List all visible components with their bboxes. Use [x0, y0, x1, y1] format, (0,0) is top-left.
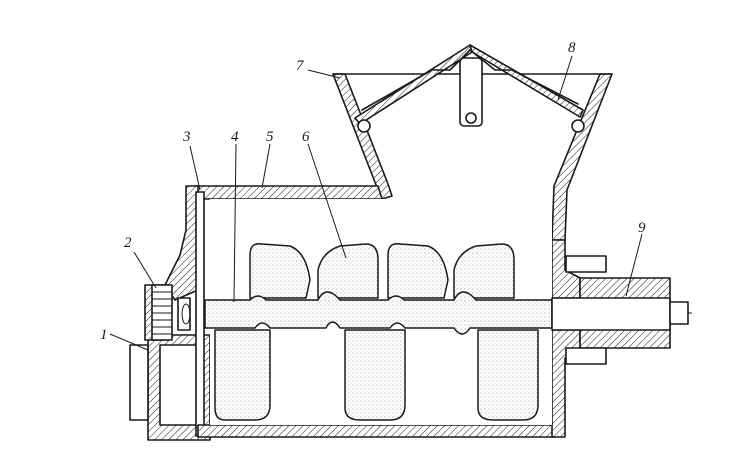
leader-3 [189, 145, 201, 191]
cover-inner-right [469, 49, 579, 105]
coupling-gear [151, 284, 173, 341]
lower-blades [214, 329, 539, 421]
leader-2 [133, 251, 157, 289]
cover-hanger [459, 57, 483, 127]
left-housing [129, 185, 211, 441]
upper-blade-4 [453, 243, 515, 299]
cover-right-plate [469, 44, 584, 118]
upper-blade-2 [317, 243, 379, 299]
shaft-bracket [129, 344, 149, 421]
lower-blade-1 [214, 329, 271, 421]
seal-ellipse [181, 303, 191, 325]
callout-8: 8 [568, 40, 576, 56]
callout-7: 7 [296, 58, 305, 74]
callout-2: 2 [124, 235, 132, 251]
hopper-cover [354, 44, 585, 133]
leader-4 [233, 143, 237, 303]
upper-blade-1 [249, 242, 311, 299]
upper-duct-wall [194, 185, 383, 200]
lower-blade-3 [477, 329, 539, 421]
trough-bottom-wall [197, 424, 556, 438]
callout-labels: 1 2 3 4 5 6 7 8 9 [100, 40, 646, 343]
left-end-wall [164, 185, 199, 301]
cover-hinge-left [357, 119, 371, 133]
rotor-shaft [204, 291, 692, 335]
hanger-pin [465, 112, 477, 124]
callout-6: 6 [302, 129, 310, 145]
cover-left-plate [354, 44, 473, 125]
leader-lines [109, 55, 643, 351]
leader-7 [307, 69, 341, 79]
cover-hinge-right [571, 119, 585, 133]
callout-1: 1 [100, 327, 108, 343]
callout-9: 9 [638, 220, 646, 236]
callout-4: 4 [231, 129, 239, 145]
bolt-lower [565, 347, 607, 365]
upper-blade-3 [387, 242, 449, 299]
leader-6 [307, 143, 347, 259]
seal-ring [177, 297, 191, 331]
right-housing [551, 239, 671, 438]
bolt-upper [565, 255, 607, 273]
lower-blade-2 [344, 329, 406, 421]
leader-5 [261, 143, 271, 189]
hopper-left-wall [332, 73, 393, 200]
callout-5: 5 [266, 129, 274, 145]
end-plate-3 [195, 191, 205, 437]
shaft-right-journal [551, 297, 671, 331]
upper-blades [249, 242, 515, 299]
leader-9 [625, 233, 643, 297]
right-end-wall-lower [551, 329, 581, 438]
callout-3: 3 [182, 129, 191, 145]
shaft-end [669, 301, 689, 325]
leader-1 [109, 333, 149, 351]
leader-8 [557, 55, 573, 101]
bearing-cavity [159, 344, 201, 426]
